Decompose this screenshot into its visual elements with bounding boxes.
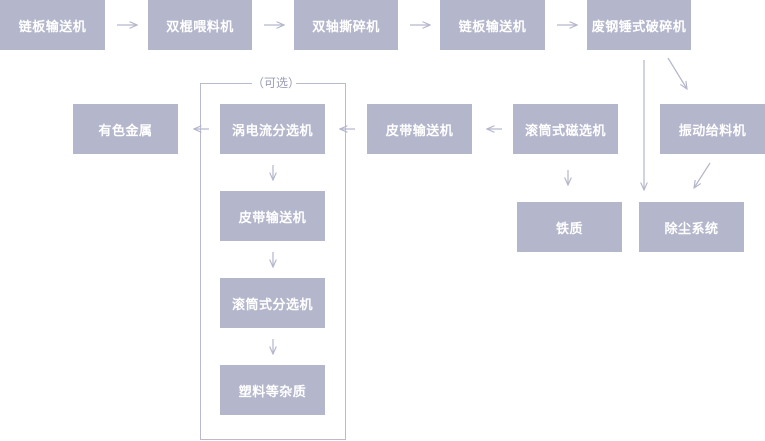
node-scrap-hammer-crusher: 废钢锤式破碎机: [587, 0, 691, 50]
node-drum-separator: 滚筒式分选机: [220, 278, 325, 328]
node-eddy-current-separator: 涡电流分选机: [220, 104, 325, 154]
node-belt-conveyor-2: 皮带输送机: [220, 191, 325, 241]
node-nonferrous-metal: 有色金属: [73, 104, 178, 154]
node-twin-shaft-shredder: 双轴撕碎机: [294, 0, 398, 50]
node-plastic-impurities: 塑料等杂质: [220, 365, 325, 415]
node-drum-magnetic-separator: 滚筒式磁选机: [513, 104, 618, 154]
arrow-crusher-to-feeder: [667, 57, 687, 89]
node-iron: 铁质: [517, 202, 622, 252]
arrow-feeder-to-dust: [694, 162, 711, 188]
node-dust-removal-system: 除尘系统: [639, 202, 744, 252]
node-belt-conveyor-1: 皮带输送机: [367, 104, 472, 154]
node-chain-conveyor-1: 链板输送机: [0, 0, 105, 50]
node-chain-conveyor-2: 链板输送机: [440, 0, 545, 50]
optional-group-label: （可选）: [252, 75, 301, 91]
node-twin-roll-feeder: 双棍喂料机: [148, 0, 252, 50]
